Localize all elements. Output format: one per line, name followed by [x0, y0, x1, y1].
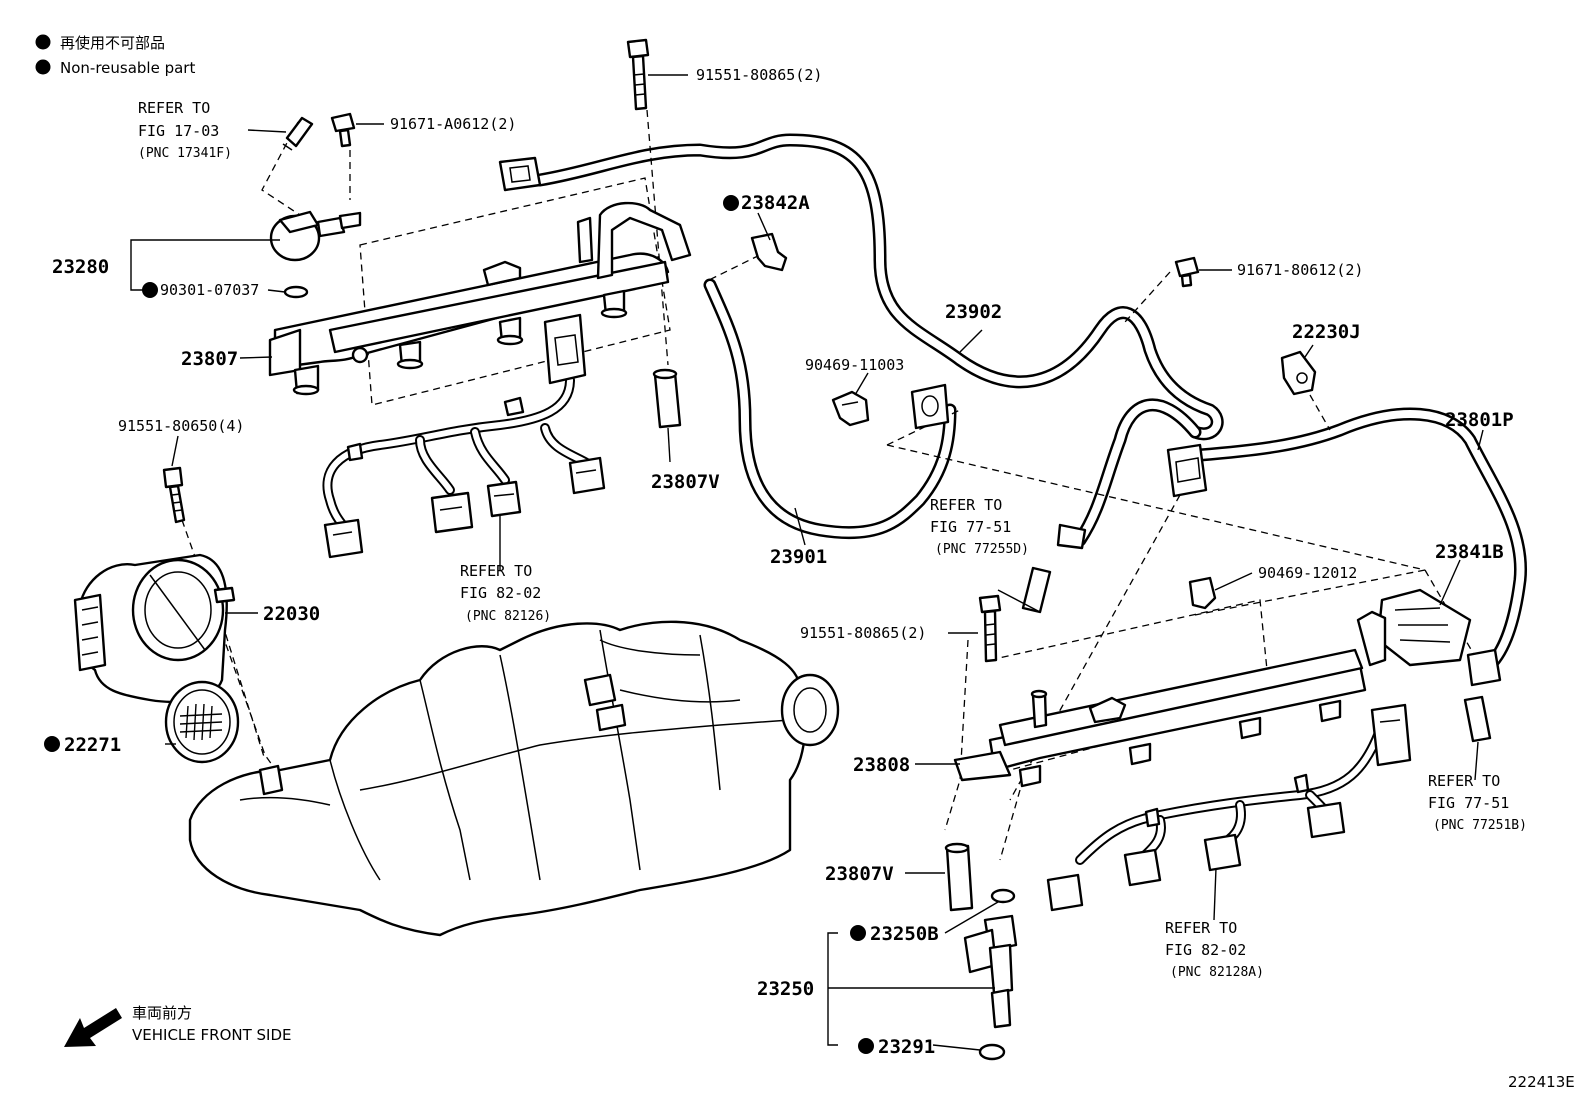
- label-23842a: 23842A: [741, 192, 810, 214]
- insulator-23291: [978, 1043, 1006, 1061]
- label-23801p: 23801P: [1445, 409, 1514, 431]
- pressure-damper-23280: [269, 210, 362, 299]
- ref-pipe-17341f: [282, 116, 314, 151]
- fuel-rail-23807: [268, 201, 692, 396]
- reference-notes: REFER TO FIG 17-03 (PNC 17341F) REFER TO…: [138, 99, 1527, 980]
- intake-manifold: [188, 620, 840, 937]
- legend: 再使用不可部品 Non-reusable part: [35, 34, 195, 77]
- label-23250b: 23250B: [870, 923, 939, 945]
- label-23250: 23250: [757, 978, 814, 1000]
- legend-jp: 再使用不可部品: [60, 34, 165, 52]
- clip-90469-12012: [1188, 576, 1217, 610]
- label-23841b: 23841B: [1435, 541, 1504, 563]
- ref-fig77d-line2: FIG 77-51: [930, 518, 1011, 536]
- leader-lines: [130, 74, 1484, 1051]
- hose-connector-23902: [498, 156, 542, 192]
- ref-fig82a-line3: (PNC 82126): [465, 609, 551, 624]
- lower-harness-connectors: [1046, 703, 1412, 912]
- ref-pipe-77255d: [1021, 523, 1087, 614]
- label-22230j: 22230J: [1292, 321, 1361, 343]
- label-22271: 22271: [64, 734, 121, 756]
- label-91551-80865-mid: 91551-80865(2): [800, 624, 926, 642]
- ref-fig77b-line2: FIG 77-51: [1428, 794, 1509, 812]
- front-side-en: VEHICLE FRONT SIDE: [132, 1026, 292, 1044]
- clip-23842a: [750, 232, 788, 272]
- spacer-23807v-top: [652, 368, 682, 429]
- bolt-91551-80865-top: [626, 38, 650, 111]
- fuel-rail-23808: [953, 610, 1387, 788]
- label-91551-80865-top: 91551-80865(2): [696, 66, 822, 84]
- non-reusable-markers: [44, 195, 874, 1054]
- ref-fig82b-line3: (PNC 82128A): [1170, 965, 1264, 980]
- label-23808: 23808: [853, 754, 910, 776]
- injector-23250: [963, 914, 1018, 1029]
- label-23807v-top: 23807V: [651, 471, 720, 493]
- legend-en: Non-reusable part: [60, 59, 195, 77]
- part-labels: 91551-80865(2) 91671-A0612(2) 23842A 232…: [52, 66, 1514, 1058]
- ref-fig77d-line1: REFER TO: [930, 496, 1002, 514]
- label-22030: 22030: [263, 603, 320, 625]
- label-23901: 23901: [770, 546, 827, 568]
- label-23280: 23280: [52, 256, 109, 278]
- o-ring-23250b: [990, 888, 1016, 904]
- fuel-hose-23801p: [1193, 407, 1528, 672]
- front-side-jp: 車両前方: [132, 1004, 192, 1022]
- figure-id: 222413E: [1508, 1073, 1575, 1091]
- ref-fig77b-line3: (PNC 77251B): [1433, 818, 1527, 833]
- label-91551-80650: 91551-80650(4): [118, 417, 244, 435]
- ref-fig17-line3: (PNC 17341F): [138, 146, 232, 161]
- non-reusable-bullet-icon: [858, 1038, 874, 1054]
- non-reusable-bullet-icon: [35, 34, 51, 50]
- ref-pipe-77251b: [1463, 695, 1492, 743]
- label-23807v-bottom: 23807V: [825, 863, 894, 885]
- non-reusable-bullet-icon: [723, 195, 739, 211]
- connector-23841b: [1376, 588, 1502, 687]
- ref-fig77d-line3: (PNC 77255D): [935, 542, 1029, 557]
- fuel-hose-23901: [703, 278, 957, 540]
- retainer-23901: [910, 383, 950, 430]
- vehicle-front-indicator: 車両前方 VEHICLE FRONT SIDE: [64, 1004, 292, 1047]
- label-23902: 23902: [945, 301, 1002, 323]
- label-91671-80612: 91671-80612(2): [1237, 261, 1363, 279]
- ref-fig17-line1: REFER TO: [138, 99, 210, 117]
- ref-fig82a-line2: FIG 82-02: [460, 584, 541, 602]
- label-90469-11003: 90469-11003: [805, 356, 904, 374]
- label-23807: 23807: [181, 348, 238, 370]
- non-reusable-bullet-icon: [44, 736, 60, 752]
- bolt-91551-80650: [162, 466, 186, 524]
- bolt-91671-a0612: [330, 112, 356, 148]
- throttle-body-22030: [73, 553, 236, 703]
- spacer-23807v-bottom: [944, 842, 974, 912]
- ref-fig82b-line1: REFER TO: [1165, 919, 1237, 937]
- ref-fig82a-line1: REFER TO: [460, 562, 532, 580]
- label-91671-a0612: 91671-A0612(2): [390, 115, 516, 133]
- gasket-22271: [164, 680, 240, 764]
- ref-fig82b-line2: FIG 82-02: [1165, 941, 1246, 959]
- label-90469-12012: 90469-12012: [1258, 564, 1357, 582]
- label-23291: 23291: [878, 1036, 935, 1058]
- fuel-hose-23902: [533, 133, 1224, 547]
- non-reusable-bullet-icon: [35, 59, 51, 75]
- label-90301-07037: 90301-07037: [160, 281, 259, 299]
- ref-fig77b-line1: REFER TO: [1428, 772, 1500, 790]
- non-reusable-bullet-icon: [850, 925, 866, 941]
- non-reusable-bullet-icon: [142, 282, 158, 298]
- front-arrow-icon: [64, 1008, 122, 1047]
- wire-harness-lower: [1075, 725, 1385, 865]
- clip-90469-11003: [831, 390, 870, 427]
- wire-harness-upper: [322, 375, 595, 535]
- sensor-22230j: [1280, 350, 1317, 396]
- upper-harness-connectors: [323, 313, 606, 559]
- hose-connector-23801p: [1166, 443, 1208, 498]
- bolt-91671-80612: [1174, 256, 1200, 288]
- ref-fig17-line2: FIG 17-03: [138, 122, 219, 140]
- bolt-91551-80865-mid: [978, 594, 1002, 663]
